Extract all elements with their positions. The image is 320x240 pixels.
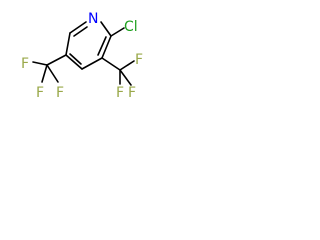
- bond-cf3b-f3: [46, 64, 59, 83]
- fluorine-label: F: [135, 52, 143, 68]
- bond-c2-cl: [110, 27, 125, 37]
- bond-c5-cf3: [46, 54, 67, 66]
- molecule-diagram: N Cl F F F F F F: [21, 11, 143, 101]
- bond-c6-n-double: [73, 26, 88, 37]
- fluorine-label: F: [56, 85, 64, 101]
- atom-labels: N Cl F F F F F F: [21, 11, 143, 101]
- bond-cf3a-f2: [119, 69, 132, 86]
- bond-c2-c3-double: [97, 36, 107, 56]
- bond-cf3b-f1: [32, 61, 48, 66]
- bond-c4-c5: [65, 54, 83, 70]
- bond-c6-n: [69, 21, 87, 34]
- nitrogen-label: N: [88, 11, 98, 27]
- bond-c5-c6: [65, 32, 71, 56]
- bond-c2-c3: [101, 35, 112, 59]
- bond-n-c2: [100, 21, 112, 37]
- fluorine-label: F: [128, 85, 136, 101]
- chlorine-label: Cl: [124, 19, 138, 35]
- bond-cf3a-f1: [119, 60, 135, 71]
- bond-c3-cf3: [101, 57, 121, 71]
- fluorine-label: F: [116, 85, 124, 101]
- fluorine-label: F: [36, 85, 44, 101]
- bonds: [32, 21, 135, 86]
- bond-c4-c5-double: [69, 53, 82, 65]
- bond-cf3b-f2: [41, 64, 48, 83]
- bond-c3-c4: [81, 57, 103, 70]
- fluorine-label: F: [21, 56, 29, 72]
